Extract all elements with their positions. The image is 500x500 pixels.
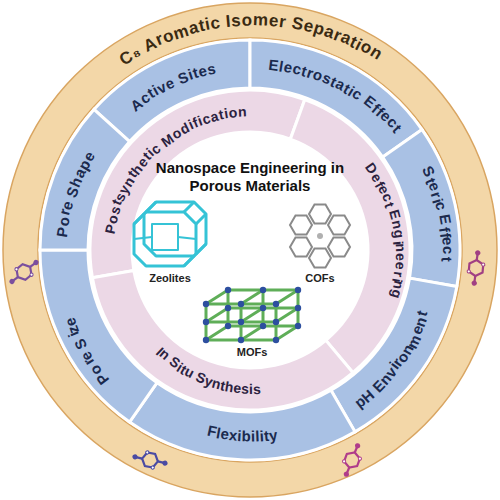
label-glyph: t <box>438 257 455 262</box>
label-glyph: n <box>393 243 409 252</box>
label-glyph: o <box>241 11 252 31</box>
label-glyph: m <box>252 10 268 31</box>
label-glyph: l <box>255 427 260 444</box>
label-glyph: e <box>268 11 279 32</box>
label-glyph: o <box>228 104 238 121</box>
label-glyph: x <box>228 426 238 444</box>
material-label: Zeolites <box>149 272 191 284</box>
material-label: MOFs <box>237 346 268 358</box>
label-glyph: c <box>440 246 457 255</box>
label-glyph: e <box>439 236 457 245</box>
label-glyph: b <box>241 427 251 444</box>
label-glyph: s <box>252 381 261 397</box>
label-glyph: e <box>393 253 409 261</box>
center-title: Nanospace Engineering in Porous Material… <box>152 159 348 195</box>
segment-shape <box>3 3 497 497</box>
label-glyph: n <box>238 103 247 119</box>
label-glyph: E <box>268 56 280 74</box>
label-glyph: i <box>251 427 255 444</box>
label-glyph: i <box>249 381 253 397</box>
label-glyph: s <box>241 381 249 397</box>
label-glyph: s <box>231 11 242 32</box>
label-glyph: e <box>233 380 242 397</box>
label-glyph: e <box>392 261 409 270</box>
material-label: COFs <box>305 272 334 284</box>
